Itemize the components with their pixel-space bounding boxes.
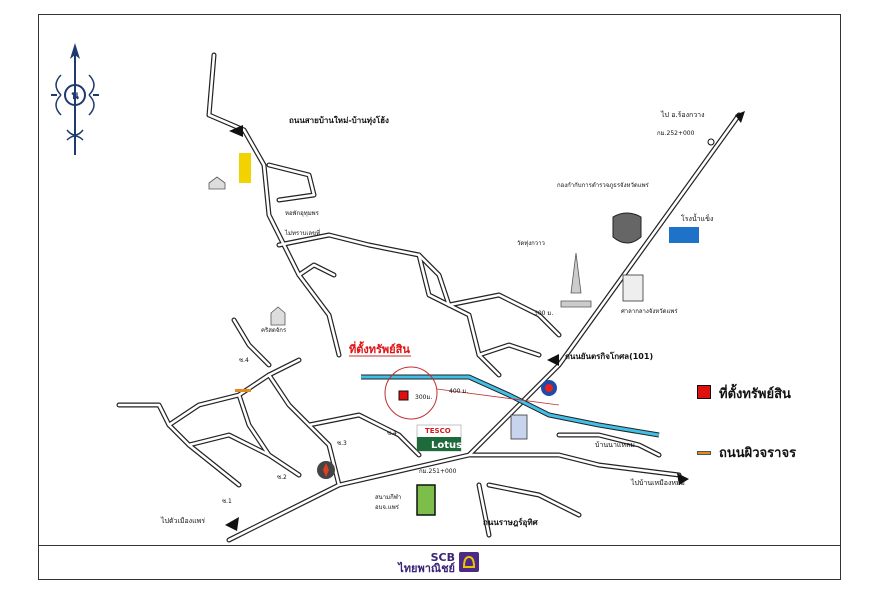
label-police-hq: กองกำกับการตำรวจภูธรจังหวัดแพร่ <box>557 182 650 189</box>
property-circle <box>384 366 438 420</box>
label-dorm: หอพักอุทุมพร <box>285 210 320 217</box>
label-dist-300b: 300ม. <box>415 394 432 401</box>
label-stadium-2: อบจ.แพร่ <box>375 504 400 511</box>
legend-property-label: ที่ตั้งทรัพย์สิน <box>719 387 791 402</box>
map-area: น <box>39 15 840 545</box>
label-soi-1: ซ.1 <box>222 498 232 505</box>
direction-arrows <box>225 111 745 531</box>
label-lotus: Lotus <box>431 440 462 451</box>
label-dist-400: 400 ม. <box>449 388 468 395</box>
label-stadium: สนามกีฬา <box>375 493 401 501</box>
scb-name: SCB ไทยพาณิชย์ <box>365 552 455 574</box>
label-wat-thung-kwao: วัดทุ่งกวาว <box>517 240 545 247</box>
label-road-yantarakitkoson: ถนนยันตรกิจโกศล(101) <box>565 351 653 361</box>
km-marker-icon <box>707 138 715 146</box>
scb-name-en: SCB <box>430 551 455 564</box>
label-to-rong-kwang: ไป อ.ร้องกวาง <box>660 110 705 119</box>
label-church: คริสตจักร <box>261 327 287 334</box>
label-property: ที่ตั้งทรัพย์สิน <box>349 341 410 356</box>
footer: SCB ไทยพาณิชย์ <box>39 545 840 581</box>
label-soi-4-top: ซ.4 <box>239 357 249 364</box>
legend-road-swatch <box>697 451 711 455</box>
label-km-252: กม.252+000 <box>657 130 695 137</box>
label-to-ban-nuea: ไปบ้านเหมืองหม้อ <box>630 478 685 487</box>
stadium-icon <box>416 484 436 516</box>
label-soi-4: ซ.4 <box>387 430 397 437</box>
compass-icon: น <box>51 43 99 155</box>
gas-station-icon <box>239 153 251 183</box>
legend-road-sample <box>235 389 251 392</box>
compass-letter: น <box>71 89 79 102</box>
label-ban-na-haeng: บ้านนาแหลม <box>595 441 635 449</box>
map-frame: น <box>38 14 841 580</box>
label-provincial-office: ศาลากลางจังหวัดแพร่ <box>621 308 678 315</box>
label-ice-factory: โรงน้ำแข็ง <box>681 212 713 223</box>
label-to-city: ไปตัวเมืองแพร่ <box>160 516 205 525</box>
scb-logo-icon <box>459 552 479 572</box>
police-icon <box>612 212 642 244</box>
legend-road-label: ถนนผิวจราจร <box>719 446 797 461</box>
label-road-ratsadon: ถนนราษฎร์อุทิศ <box>483 517 539 528</box>
label-soi-2: ซ.2 <box>277 474 287 481</box>
church-icon <box>270 306 286 326</box>
legend-property-swatch <box>697 385 711 399</box>
scb-name-th: ไทยพาณิชย์ <box>398 562 455 575</box>
map-canvas: น <box>51 43 745 543</box>
temple-icon <box>560 252 592 308</box>
label-km-251: กม.251+000 <box>419 468 457 475</box>
government-office-icon <box>622 274 644 302</box>
label-road-north: ถนนสายบ้านใหม่-บ้านทุ่งโฮ้ง <box>289 115 389 126</box>
house-icon <box>208 176 226 190</box>
label-no-number: ไม่ทราบเลขที่ <box>284 229 320 237</box>
label-soi-3: ซ.3 <box>337 440 347 447</box>
ice-factory-icon <box>669 227 699 243</box>
property-marker <box>398 390 409 401</box>
label-dist-300: 300 ม. <box>534 310 553 317</box>
label-tesco: TESCO <box>425 427 451 435</box>
hospital-icon <box>510 414 528 440</box>
